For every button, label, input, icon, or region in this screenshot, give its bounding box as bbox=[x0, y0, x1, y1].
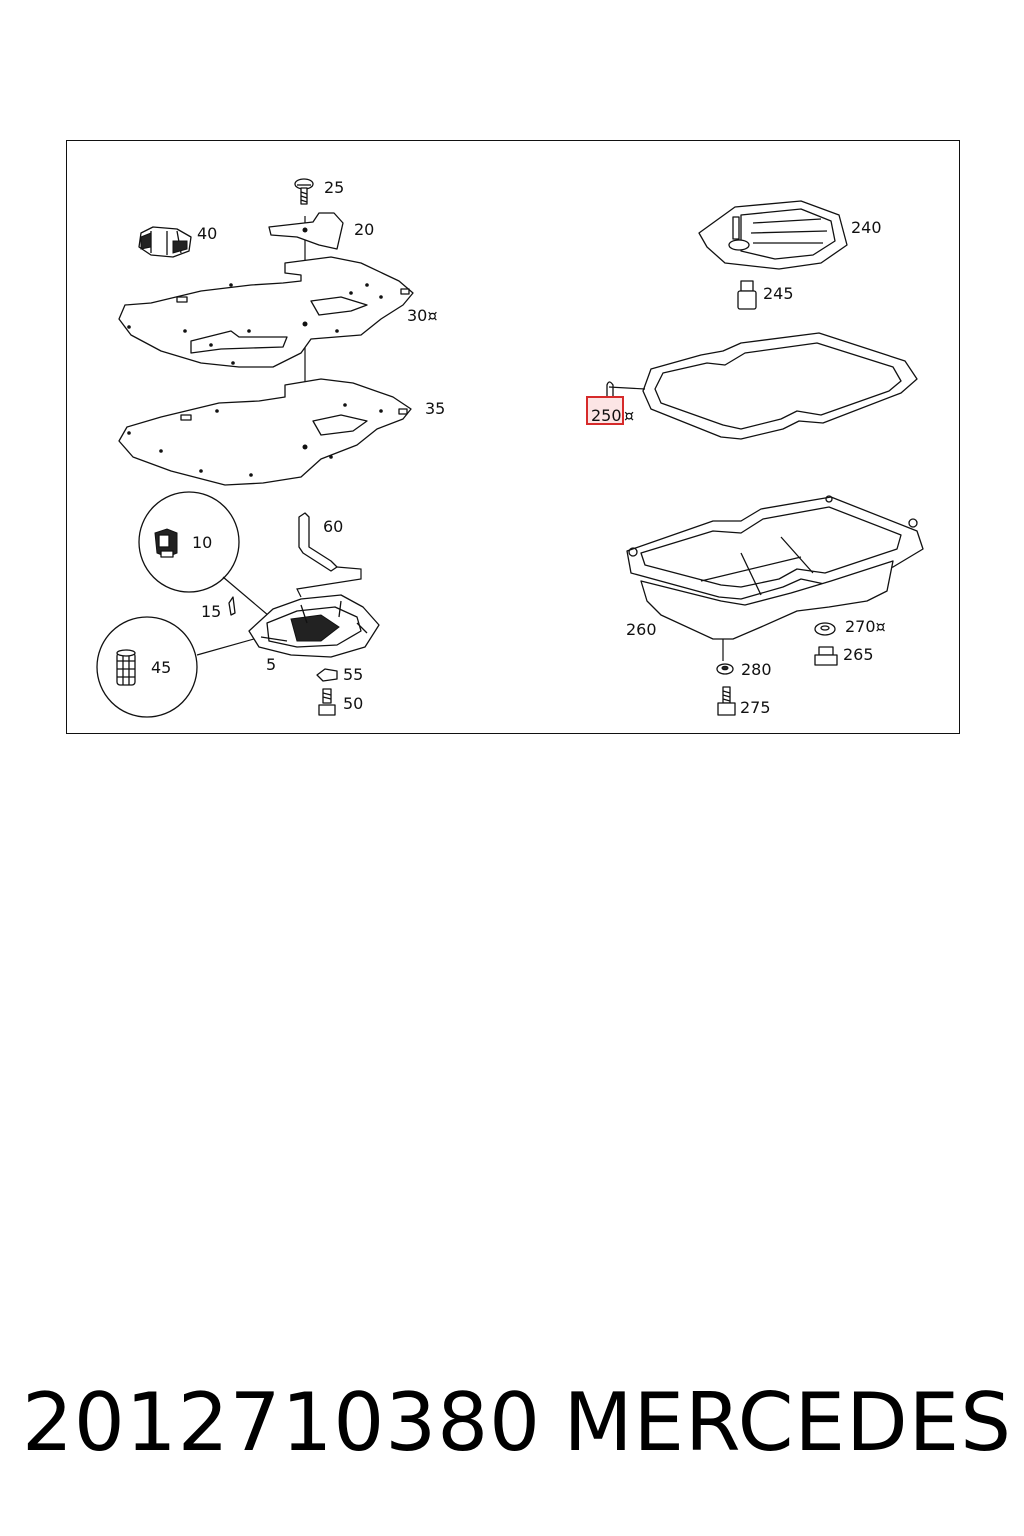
part-275-screw bbox=[717, 686, 736, 716]
highlight-part-250[interactable] bbox=[586, 396, 624, 425]
part-250-pan-gasket bbox=[606, 332, 918, 440]
label-240: 240 bbox=[851, 218, 882, 237]
label-260: 260 bbox=[626, 620, 657, 639]
part-35-separator-plate bbox=[118, 378, 412, 486]
label-10: 10 bbox=[192, 533, 212, 552]
label-30: 30¤ bbox=[407, 306, 438, 325]
parts-diagram-frame: 25 20 40 30¤ 35 240 245 250 ¤ 10 60 15 4… bbox=[66, 140, 960, 734]
part-15-pin bbox=[228, 596, 236, 616]
label-45: 45 bbox=[151, 658, 171, 677]
part-55-washer bbox=[316, 668, 338, 682]
part-5-valve-body bbox=[248, 594, 380, 658]
label-250[interactable]: 250 bbox=[591, 406, 622, 425]
label-245: 245 bbox=[763, 284, 794, 303]
part-number: 2012710380 bbox=[22, 1376, 541, 1469]
part-45-callout bbox=[96, 616, 262, 718]
part-265-drain-plug bbox=[814, 646, 838, 666]
part-50-bolt bbox=[318, 688, 336, 716]
label-5: 5 bbox=[266, 655, 276, 674]
exploded-parts-diagram: 25 20 40 30¤ 35 240 245 250 ¤ 10 60 15 4… bbox=[96, 178, 924, 718]
label-250-mark: ¤ bbox=[624, 406, 634, 425]
part-20-bracket-plate bbox=[268, 212, 344, 250]
label-20: 20 bbox=[354, 220, 374, 239]
label-265: 265 bbox=[843, 645, 874, 664]
part-280-washer bbox=[716, 663, 734, 675]
label-55: 55 bbox=[343, 665, 363, 684]
label-270: 270¤ bbox=[845, 617, 886, 636]
part-260-oil-pan bbox=[626, 495, 924, 661]
part-270-seal-ring bbox=[814, 622, 836, 636]
label-275: 275 bbox=[740, 698, 771, 717]
label-35: 35 bbox=[425, 399, 445, 418]
part-25-screw bbox=[294, 178, 314, 205]
part-10-callout bbox=[138, 491, 276, 622]
label-25: 25 bbox=[324, 178, 344, 197]
part-60-shift-rod bbox=[296, 512, 362, 598]
label-15: 15 bbox=[201, 602, 221, 621]
product-caption: 2012710380 MERCEDES bbox=[22, 1368, 1012, 1478]
label-60: 60 bbox=[323, 517, 343, 536]
part-245-plug bbox=[737, 280, 757, 310]
part-40-connector bbox=[138, 226, 192, 258]
brand-name: MERCEDES bbox=[563, 1376, 1012, 1469]
label-50: 50 bbox=[343, 694, 363, 713]
part-240-oil-filter bbox=[698, 200, 848, 270]
label-280: 280 bbox=[741, 660, 772, 679]
part-30-separator-plate bbox=[118, 256, 414, 368]
label-40: 40 bbox=[197, 224, 217, 243]
